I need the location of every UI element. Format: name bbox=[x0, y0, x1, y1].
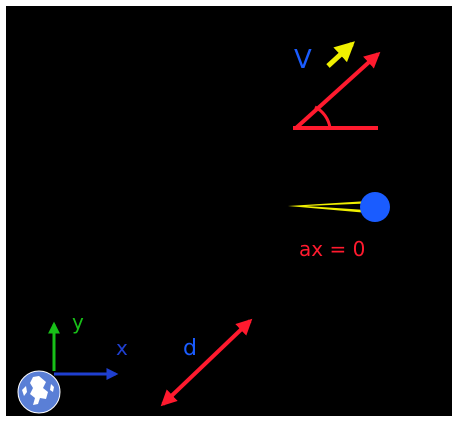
displacement-group: d bbox=[160, 318, 253, 407]
motion-trail-inner bbox=[306, 203, 366, 210]
coordinate-axes-group: y x bbox=[17, 310, 128, 414]
launch-angle-arc bbox=[314, 105, 332, 129]
velocity-label: V bbox=[294, 45, 312, 75]
velocity-group: V bbox=[293, 41, 381, 130]
displacement-arrow bbox=[160, 318, 253, 407]
x-axis-label: x bbox=[116, 336, 128, 360]
diagram-panel: V ax = 0 d y bbox=[6, 6, 452, 416]
diagram-svg: V ax = 0 d y bbox=[17, 41, 390, 414]
displacement-label: d bbox=[183, 336, 197, 361]
velocity-vector-arrow bbox=[294, 51, 381, 130]
earth-globe-icon bbox=[17, 370, 61, 414]
blue-ball-icon bbox=[360, 192, 390, 222]
acceleration-x-label: ax = 0 bbox=[299, 237, 365, 261]
y-axis-label: y bbox=[72, 310, 84, 334]
ball-group: ax = 0 bbox=[288, 192, 390, 261]
velocity-direction-arrow bbox=[326, 41, 355, 68]
